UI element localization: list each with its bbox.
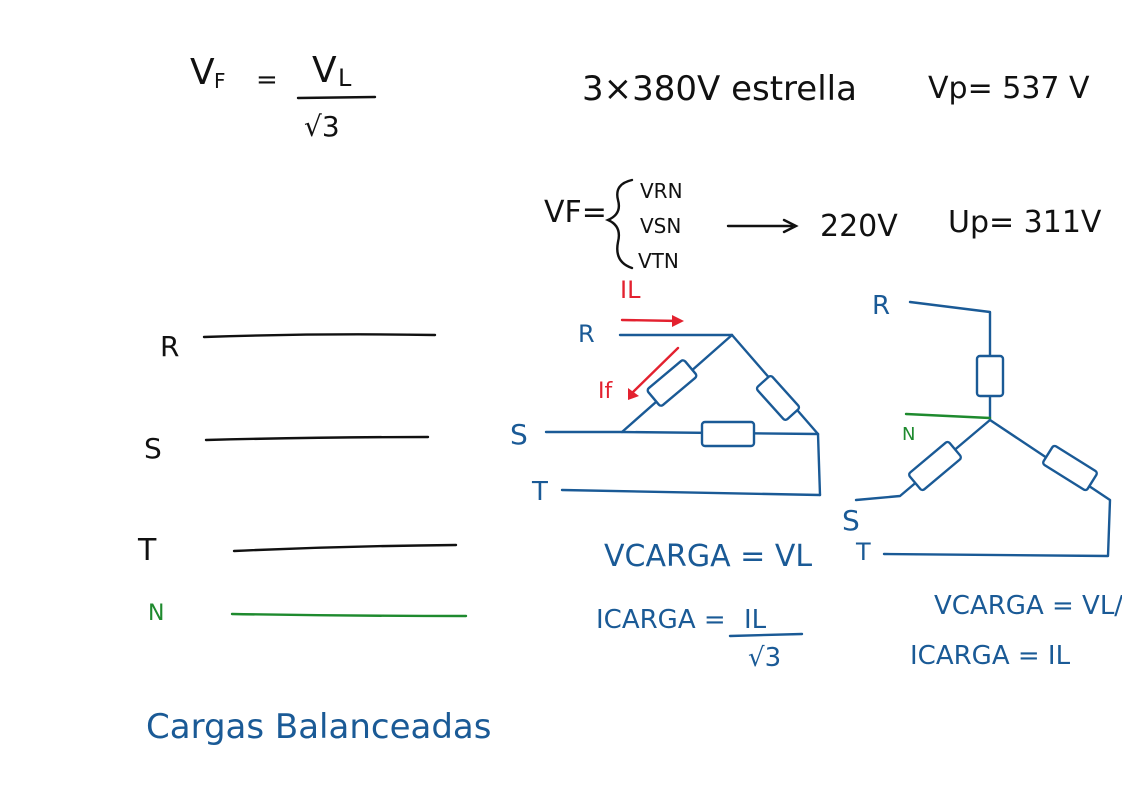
il-label: IL [620, 276, 641, 304]
vl-symbol: V [312, 50, 337, 91]
formula-vf-vl-sqrt3: V F = V L √3 [190, 50, 377, 143]
vp-537-label: Vp= 537 V [928, 71, 1090, 106]
star-wire-t [882, 418, 1112, 558]
delta-resistor-right [755, 374, 801, 422]
star-label-r: R [872, 291, 890, 321]
line-label-t: T [137, 533, 157, 568]
delta-icarga-num: IL [744, 605, 767, 635]
sqrt3-denominator: √3 [304, 110, 340, 143]
star-circuit: R N S T VCARGA = VL/√3 ICARGA = IL [842, 291, 1122, 671]
vf-symbol: V [190, 52, 215, 93]
vf-subscript: F [214, 69, 226, 93]
line-label-r: R [160, 330, 179, 363]
fraction-bar [296, 95, 377, 100]
delta-resistor-bottom [700, 420, 756, 448]
if-label: If [598, 379, 613, 404]
brace-item-vtn: VTN [638, 249, 679, 273]
il-arrow-head [672, 315, 684, 327]
left-brace [604, 178, 634, 270]
star-resistor-top [975, 354, 1005, 398]
up-311-label: Up= 311V [948, 205, 1102, 240]
star-resistor-left [908, 440, 962, 492]
line-t [232, 543, 458, 553]
delta-edge-down [816, 432, 822, 497]
brace-item-vrn: VRN [640, 179, 683, 203]
footer-title: Cargas Balanceadas [146, 707, 491, 747]
delta-vcarga: VCARGA = VL [604, 539, 812, 574]
delta-icarga-bar [728, 632, 804, 638]
star-vcarga: VCARGA = VL/√3 [934, 591, 1122, 621]
supply-label: 3×380V estrella [582, 69, 857, 109]
star-resistor-right [1042, 444, 1098, 492]
delta-wire-s [544, 430, 820, 436]
line-label-n: N [148, 601, 164, 626]
line-r [202, 333, 437, 339]
supply-header: 3×380V estrella Vp= 537 V [582, 69, 1090, 109]
star-wire-s [854, 418, 992, 502]
brace-item-vsn: VSN [640, 214, 681, 238]
delta-icarga-den: √3 [748, 643, 781, 673]
vf-label: VF= [544, 195, 607, 230]
star-label-n: N [902, 424, 915, 445]
vl-subscript: L [338, 64, 352, 92]
line-n [230, 612, 468, 618]
il-arrow-line [620, 318, 682, 323]
delta-resistor-left [646, 359, 698, 407]
phase-voltage-brace: VF= VRN VSN VTN 220V Up= 311V [544, 178, 1102, 273]
line-s [204, 435, 430, 442]
delta-circuit: IL If R S T VCARGA = VL ICARG [510, 276, 822, 673]
star-label-t: T [855, 538, 871, 566]
delta-label-r: R [578, 320, 595, 348]
if-arrow-line [630, 346, 680, 395]
star-label-s: S [842, 504, 860, 537]
result-arrow-head [782, 218, 799, 234]
if-arrow-head [628, 388, 639, 400]
delta-label-s: S [510, 418, 528, 451]
delta-icarga: ICARGA = [596, 605, 726, 635]
star-icarga: ICARGA = IL [910, 641, 1071, 671]
equals-sign: = [256, 65, 278, 95]
delta-wire-t [560, 488, 822, 497]
star-wire-n [904, 412, 992, 420]
result-220v: 220V [820, 209, 898, 244]
line-label-s: S [144, 432, 162, 465]
delta-label-t: T [531, 477, 548, 507]
left-line-set: R S T N [137, 330, 468, 626]
